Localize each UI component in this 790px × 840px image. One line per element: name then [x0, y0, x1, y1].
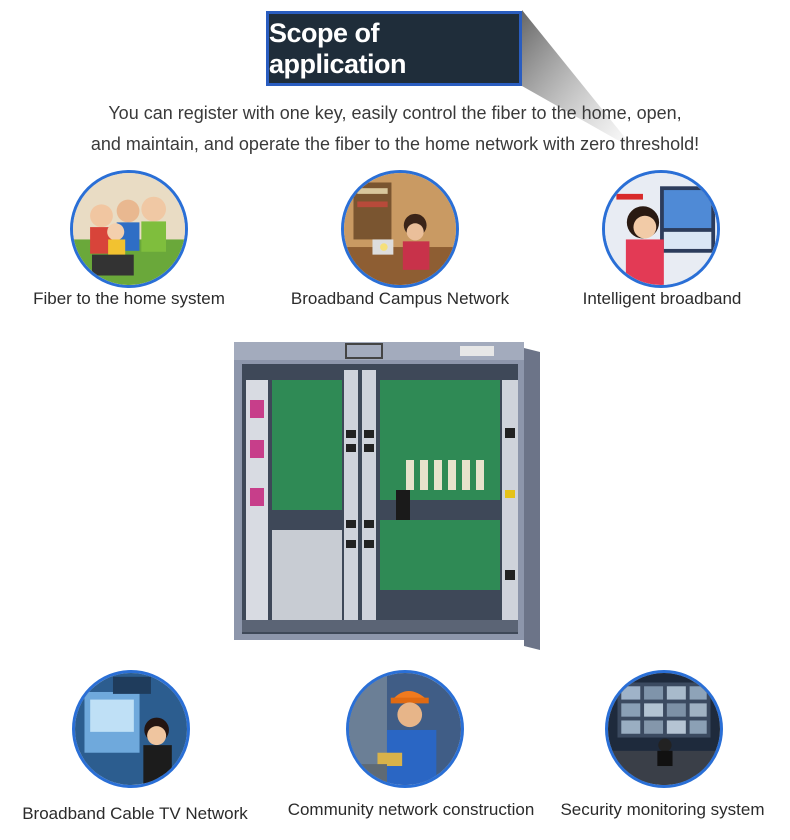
- cable-tv-photo: [72, 670, 190, 788]
- page-title: Scope of application: [269, 17, 407, 79]
- caption-intelligent: Intelligent broadband: [582, 289, 742, 308]
- student-photo: [341, 170, 459, 288]
- monitor-room-photo: [605, 670, 723, 788]
- woman-tv-photo: [602, 170, 720, 288]
- title-shadow: [522, 10, 635, 150]
- title-box: Scope of application: [266, 11, 522, 86]
- olt-chassis-photo: [228, 340, 544, 656]
- caption-campus: Broadband Campus Network: [290, 289, 510, 308]
- intro-line-1: You can register with one key, easily co…: [108, 103, 682, 123]
- caption-ftth: Fiber to the home system: [33, 289, 225, 308]
- intro-line-2: and maintain, and operate the fiber to t…: [90, 134, 700, 154]
- caption-community: Community network construction: [287, 800, 535, 819]
- family-photo: [70, 170, 188, 288]
- caption-cable-tv: Broadband Cable TV Network: [22, 804, 248, 823]
- caption-security: Security monitoring system: [560, 800, 765, 819]
- worker-photo: [346, 670, 464, 788]
